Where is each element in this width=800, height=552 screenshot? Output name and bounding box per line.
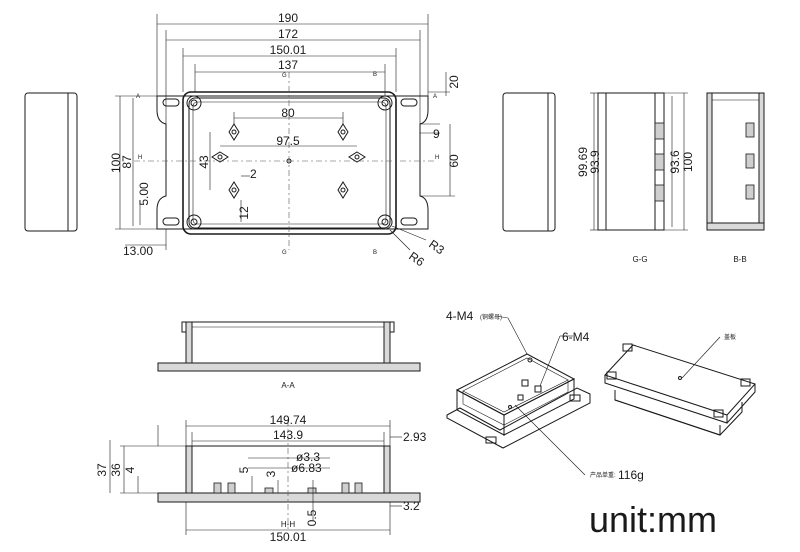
section-mark-a: A: [433, 94, 437, 100]
dim-5-bottom: 5: [237, 466, 251, 473]
dim-5: 5.00: [137, 182, 151, 206]
caption-g-g: G-G: [632, 255, 647, 264]
value-weight: 116g: [618, 468, 644, 482]
dim-100-side: 100: [681, 152, 695, 172]
section-mark-h: H: [435, 155, 439, 161]
corner-boss-hole: [190, 99, 198, 107]
mounting-slot: [162, 217, 180, 226]
dim-0-5: 0.5: [305, 509, 319, 526]
radius-r3: R3: [426, 237, 447, 257]
dim-190: 190: [278, 11, 298, 25]
corner-boss: [186, 214, 202, 230]
section-mark-b: B: [373, 72, 377, 78]
dim-2: 2: [250, 167, 257, 181]
dim-43: 43: [197, 155, 211, 169]
top-view-outer-box: [182, 91, 397, 235]
label-6-m4: 6-M4: [562, 330, 590, 344]
section-mark-g: G: [282, 250, 287, 256]
iso-box: [446, 353, 591, 449]
standoffs: [211, 123, 366, 199]
dim-20: 20: [447, 75, 461, 89]
label-4-m4: 4-M4: [446, 309, 474, 323]
iso-lid: [604, 343, 756, 436]
dim-9: 9: [433, 127, 440, 141]
dim-12: 12: [237, 206, 251, 220]
label-lid: 盖板: [724, 333, 736, 341]
section-mark-a: A: [136, 94, 140, 100]
dim-99-69: 99.69: [576, 147, 590, 177]
top-view-inner-box-2: [192, 101, 387, 225]
dim-60: 60: [447, 154, 461, 168]
mounting-slot: [162, 98, 180, 107]
dim-150: 150.01: [270, 43, 307, 57]
left-side-view: [24, 92, 78, 232]
horizontal-dims: [156, 14, 429, 147]
dim-4: 4: [123, 466, 137, 473]
corner-boss-hole: [381, 99, 389, 107]
dim-93-9: 93.9: [588, 150, 602, 174]
dim-d6-83: ø6.83: [291, 461, 322, 475]
vertical-dims-right: [420, 72, 455, 197]
dim-36: 36: [109, 463, 123, 477]
dim-93-6: 93.6: [668, 150, 682, 174]
top-view: 190 172 150.01 137 80 97.5 100 87 5.00 4…: [109, 11, 461, 269]
dim-80: 80: [281, 106, 295, 120]
corner-boss: [377, 214, 393, 230]
dim-100: 100: [109, 153, 123, 173]
dim-87: 87: [120, 155, 134, 169]
dim-2-93: 2.93: [403, 430, 427, 444]
section-a-a: [157, 321, 421, 372]
mounting-slot: [400, 217, 418, 226]
unit-label: unit:mm: [589, 499, 717, 540]
label-weight: 产品单重:: [590, 471, 616, 479]
dim-149-74: 149.74: [270, 413, 307, 427]
dim-172: 172: [278, 27, 298, 41]
corner-boss-hole: [190, 218, 198, 226]
dim-3-bottom: 3: [264, 470, 278, 477]
mounting-slot: [400, 98, 418, 107]
section-mark-h: H: [138, 155, 142, 161]
section-g-g: [590, 92, 688, 231]
top-view-inner-box: [188, 97, 391, 229]
section-mark-g: G: [282, 73, 287, 79]
radius-r6: R6: [406, 249, 427, 269]
corner-boss-hole: [381, 218, 389, 226]
dim-97-5: 97.5: [276, 134, 300, 148]
dim-143-9: 143.9: [273, 428, 303, 442]
corner-boss: [186, 95, 202, 111]
caption-b-b: B-B: [733, 255, 746, 264]
section-h-h: [109, 420, 421, 535]
dim-d3-3: ø3.3: [296, 450, 320, 464]
dim-150-01-bottom: 150.01: [270, 530, 307, 544]
top-view-flange-outline: [156, 95, 429, 230]
dim-137: 137: [278, 58, 298, 72]
section-mark-b: B: [373, 250, 377, 256]
right-side-view: [502, 92, 556, 232]
vertical-dims-left: [115, 95, 211, 250]
dim-13: 13.00: [123, 244, 153, 258]
dim-37: 37: [95, 463, 109, 477]
dim-3-2: 3.2: [403, 499, 420, 513]
section-b-b: [706, 92, 765, 231]
label-copper-nut: (铜螺母): [480, 313, 502, 321]
caption-a-a: A-A: [281, 381, 295, 390]
caption-h-h: H-H: [281, 520, 295, 529]
